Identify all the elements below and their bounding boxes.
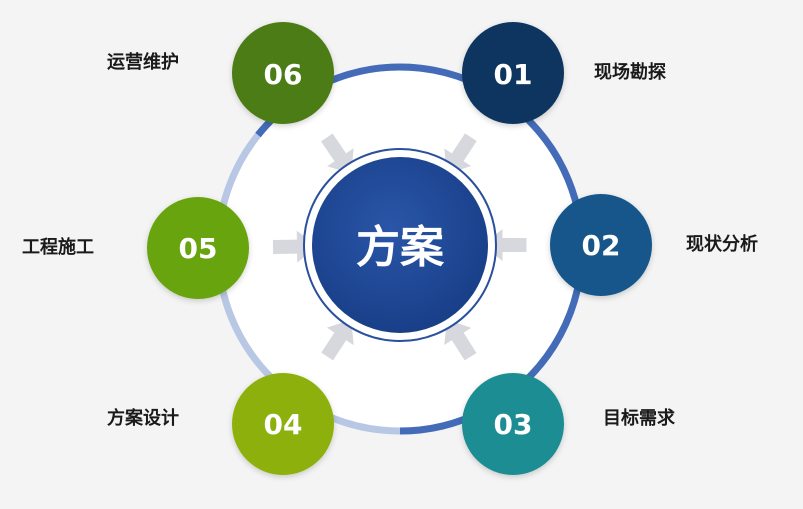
step-label-04: 方案设计 [107, 408, 179, 429]
step-node-05: 05 [147, 197, 249, 299]
step-nodes: 01 02 03 04 05 06 [147, 22, 652, 475]
step-label-02: 现状分析 [686, 234, 758, 255]
step-node-04: 04 [232, 373, 334, 475]
step-label-05: 工程施工 [22, 237, 94, 258]
step-number-04: 04 [264, 408, 303, 441]
step-number-03: 03 [494, 408, 533, 441]
step-circle-01 [462, 22, 564, 124]
arrow-06 [321, 133, 354, 174]
step-label-03: 目标需求 [603, 408, 675, 429]
step-label-01: 现场勘探 [594, 62, 666, 83]
center-label: 方案 [356, 222, 445, 273]
step-label-06: 运营维护 [107, 52, 179, 73]
step-node-01: 01 [462, 22, 564, 124]
step-circle-02 [550, 194, 652, 296]
step-circle-03 [462, 373, 564, 475]
step-number-01: 01 [494, 58, 533, 91]
step-number-05: 05 [179, 232, 218, 265]
step-circle-06 [232, 22, 334, 124]
step-node-02: 02 [550, 194, 652, 296]
step-circle-05 [147, 197, 249, 299]
step-node-03: 03 [462, 373, 564, 475]
arrow-04 [321, 319, 354, 361]
step-circle-04 [232, 373, 334, 475]
center-circle [312, 157, 488, 333]
arrow-03 [444, 319, 477, 361]
step-node-06: 06 [232, 22, 334, 124]
step-number-02: 02 [582, 229, 621, 262]
step-number-06: 06 [264, 58, 303, 91]
